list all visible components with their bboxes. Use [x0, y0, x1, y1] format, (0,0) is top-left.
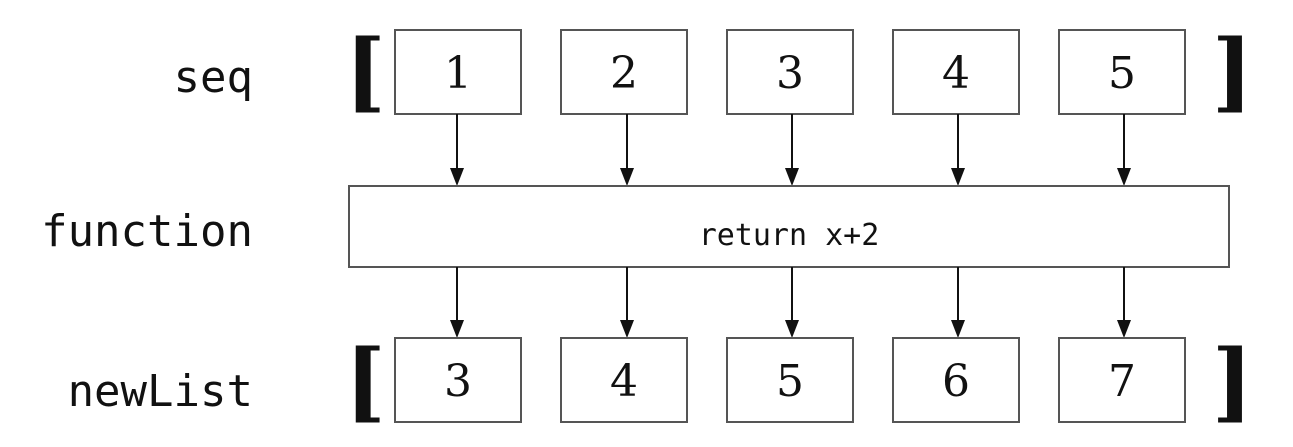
bottom-arrow-head-4 — [951, 320, 965, 338]
arrows-into-function — [450, 114, 1131, 186]
arrows-out-of-function — [450, 267, 1131, 338]
top-arrow-head-2 — [620, 168, 634, 186]
seq-label: seq — [174, 52, 253, 103]
newlist-cell-value-4: 6 — [942, 356, 970, 407]
seq-cell-value-2: 2 — [610, 48, 638, 99]
seq-cell-box-1 — [394, 29, 522, 115]
seq-cell-box-4 — [892, 29, 1020, 115]
seq-open-bracket: [ — [345, 21, 386, 122]
seq-close-bracket: ] — [1212, 21, 1253, 122]
bottom-arrow-head-2 — [620, 320, 634, 338]
newlist-cell-box-2 — [560, 337, 688, 423]
bottom-arrow-head-1 — [450, 320, 464, 338]
newlist-cell-value-1: 3 — [444, 356, 472, 407]
seq-cell-box-5 — [1058, 29, 1186, 115]
newlist-cell-box-1 — [394, 337, 522, 423]
function-body: return x+2 — [699, 218, 880, 253]
newlist-cells: 3 4 5 6 7 — [394, 337, 1186, 423]
newlist-cell-box-3 — [726, 337, 854, 423]
top-arrow-head-5 — [1117, 168, 1131, 186]
newlist-cell-box-5 — [1058, 337, 1186, 423]
function-label: function — [41, 206, 253, 257]
top-arrow-head-1 — [450, 168, 464, 186]
newlist-close-bracket: ] — [1212, 331, 1253, 432]
top-arrow-head-4 — [951, 168, 965, 186]
bottom-arrow-head-5 — [1117, 320, 1131, 338]
newlist-cell-value-2: 4 — [610, 356, 638, 407]
top-arrow-head-3 — [785, 168, 799, 186]
newlist-cell-box-4 — [892, 337, 1020, 423]
seq-cell-value-1: 1 — [444, 48, 472, 99]
seq-cell-value-3: 3 — [776, 48, 804, 99]
seq-cell-box-2 — [560, 29, 688, 115]
bottom-arrow-head-3 — [785, 320, 799, 338]
seq-cell-value-4: 4 — [942, 48, 970, 99]
newlist-cell-value-5: 7 — [1108, 356, 1136, 407]
newlist-open-bracket: [ — [345, 331, 386, 432]
seq-cells: 1 2 3 4 5 — [394, 29, 1186, 115]
seq-cell-value-5: 5 — [1108, 48, 1136, 99]
seq-cell-box-3 — [726, 29, 854, 115]
function-box — [348, 185, 1230, 268]
newlist-cell-value-3: 5 — [776, 356, 804, 407]
newlist-label: newList — [68, 366, 253, 417]
